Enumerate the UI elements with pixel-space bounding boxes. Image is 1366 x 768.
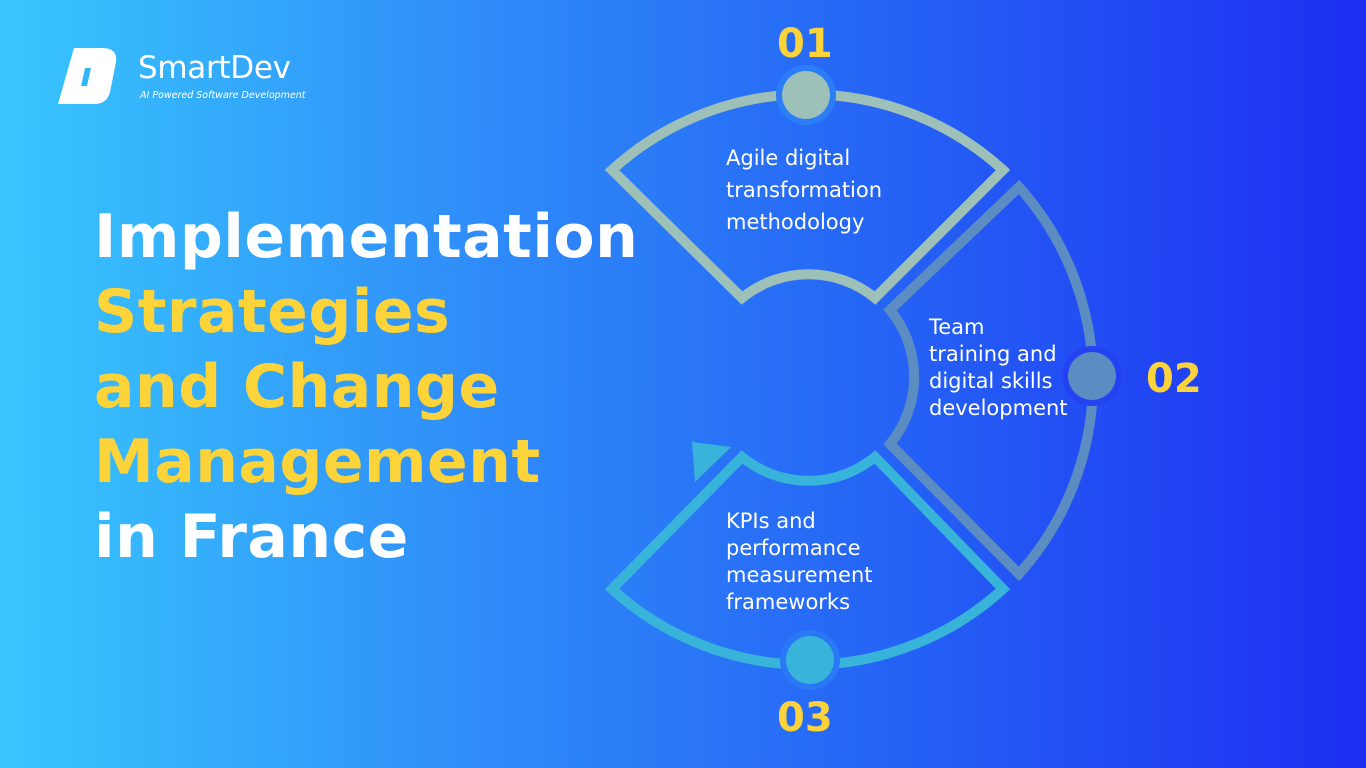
title-line-3: and Change	[94, 352, 500, 422]
page-title: Implementation Strategies and Change Man…	[94, 200, 638, 575]
smartdev-logo-icon	[58, 48, 117, 104]
step-number-01: 01	[777, 21, 833, 67]
segment-01	[604, 89, 1011, 305]
step-02-text: Team training and digital skills develop…	[929, 314, 1068, 422]
step-number-02: 02	[1146, 356, 1202, 402]
brand-tagline: AI Powered Software Development	[140, 90, 306, 101]
step-03-line: KPIs and	[726, 509, 816, 533]
step-01-line: Agile digital	[726, 146, 851, 170]
title-line-5: in France	[94, 502, 409, 572]
step-01-line: methodology	[726, 210, 865, 234]
step-02-line: development	[929, 396, 1068, 420]
segment-02	[883, 179, 1098, 582]
step-03-text: KPIs and performance measurement framewo…	[726, 508, 873, 616]
step-01-text: Agile digital transformation methodology	[726, 142, 882, 238]
brand-name: SmartDev	[138, 50, 291, 86]
step-03-line: measurement	[726, 563, 873, 587]
step-number-03: 03	[777, 695, 833, 741]
dot-02-marker	[1068, 352, 1116, 400]
step-03-line: frameworks	[726, 590, 851, 614]
arrowhead-icon	[692, 442, 731, 482]
title-line-2: Strategies	[94, 277, 451, 347]
step-02-line: Team	[929, 315, 985, 339]
segment-03	[604, 450, 1011, 670]
step-03-line: performance	[726, 536, 861, 560]
title-line-1: Implementation	[94, 202, 639, 272]
step-02-line: training and	[929, 342, 1057, 366]
dot-03-marker	[786, 636, 834, 684]
dot-01-marker	[782, 71, 830, 119]
step-01-line: transformation	[726, 178, 883, 202]
step-02-line: digital skills	[929, 369, 1053, 393]
title-line-4: Management	[94, 427, 541, 497]
